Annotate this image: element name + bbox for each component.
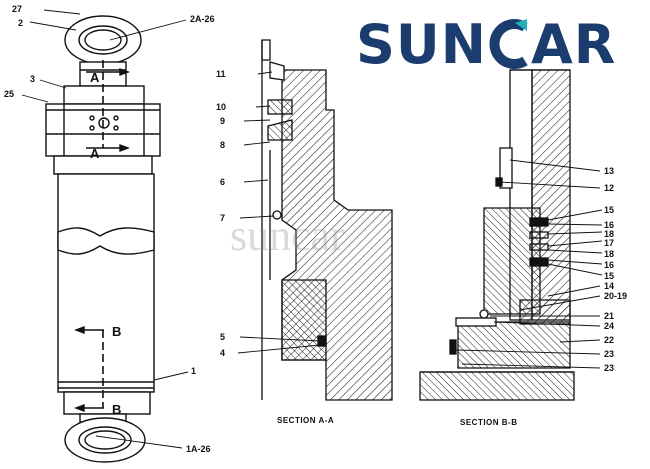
label-2: 2 xyxy=(18,18,23,28)
label-1a-26: 1A-26 xyxy=(186,444,211,454)
label-18-top: 18 xyxy=(604,229,614,239)
label-1: 1 xyxy=(191,366,196,376)
logo-c-icon xyxy=(489,19,528,69)
label-18-bottom: 18 xyxy=(604,249,614,259)
section-a-a-title: SECTION A-A xyxy=(277,416,334,425)
cap-end xyxy=(63,391,151,415)
label-21: 21 xyxy=(604,311,614,321)
logo-c-mark: C xyxy=(487,17,531,71)
logo-text-c: C xyxy=(487,17,488,18)
label-23-bottom: 23 xyxy=(604,363,614,373)
label-15-bottom: 15 xyxy=(604,271,614,281)
label-23-top: 23 xyxy=(604,349,614,359)
head-gland xyxy=(63,85,145,105)
section-b-b-drawing xyxy=(419,69,575,401)
label-16-bottom: 16 xyxy=(604,260,614,270)
section-a-leaders xyxy=(237,71,321,354)
section-b-leaders xyxy=(455,159,603,369)
label-17: 17 xyxy=(604,238,614,248)
label-13: 13 xyxy=(604,166,614,176)
label-11: 11 xyxy=(216,69,226,79)
label-9: 9 xyxy=(220,116,225,126)
label-10: 10 xyxy=(216,102,226,112)
label-22: 22 xyxy=(604,335,614,345)
label-15-top: 15 xyxy=(604,205,614,215)
logo-text-ar: AR xyxy=(530,12,617,76)
section-mark-a-bottom: A xyxy=(90,146,100,161)
rod-eye-top xyxy=(64,15,142,65)
label-6: 6 xyxy=(220,177,225,187)
cylinder-leaders xyxy=(21,9,189,449)
watermark-text: suncar xyxy=(230,211,345,260)
label-25: 25 xyxy=(4,89,14,99)
section-mark-b-bottom: B xyxy=(112,402,121,417)
label-20-19: 20-19 xyxy=(604,291,627,301)
label-24: 24 xyxy=(604,321,614,331)
label-5: 5 xyxy=(220,332,225,342)
label-4: 4 xyxy=(220,348,225,358)
label-3: 3 xyxy=(30,74,35,84)
barrel xyxy=(57,173,155,393)
label-27: 27 xyxy=(12,4,22,14)
suncar-logo: SUN C AR xyxy=(356,12,617,76)
label-2a-26: 2A-26 xyxy=(190,14,215,24)
label-12: 12 xyxy=(604,183,614,193)
label-16-top: 16 xyxy=(604,220,614,230)
section-mark-b-top: B xyxy=(112,324,121,339)
label-8: 8 xyxy=(220,140,225,150)
label-14: 14 xyxy=(604,281,614,291)
section-b-b-title: SECTION B-B xyxy=(460,418,518,427)
rod-eye-bottom xyxy=(64,417,146,463)
section-mark-a-top: A xyxy=(90,70,100,85)
cylinder-assembly xyxy=(45,15,161,463)
label-7: 7 xyxy=(220,213,225,223)
logo-text-sun: SUN xyxy=(356,12,487,76)
